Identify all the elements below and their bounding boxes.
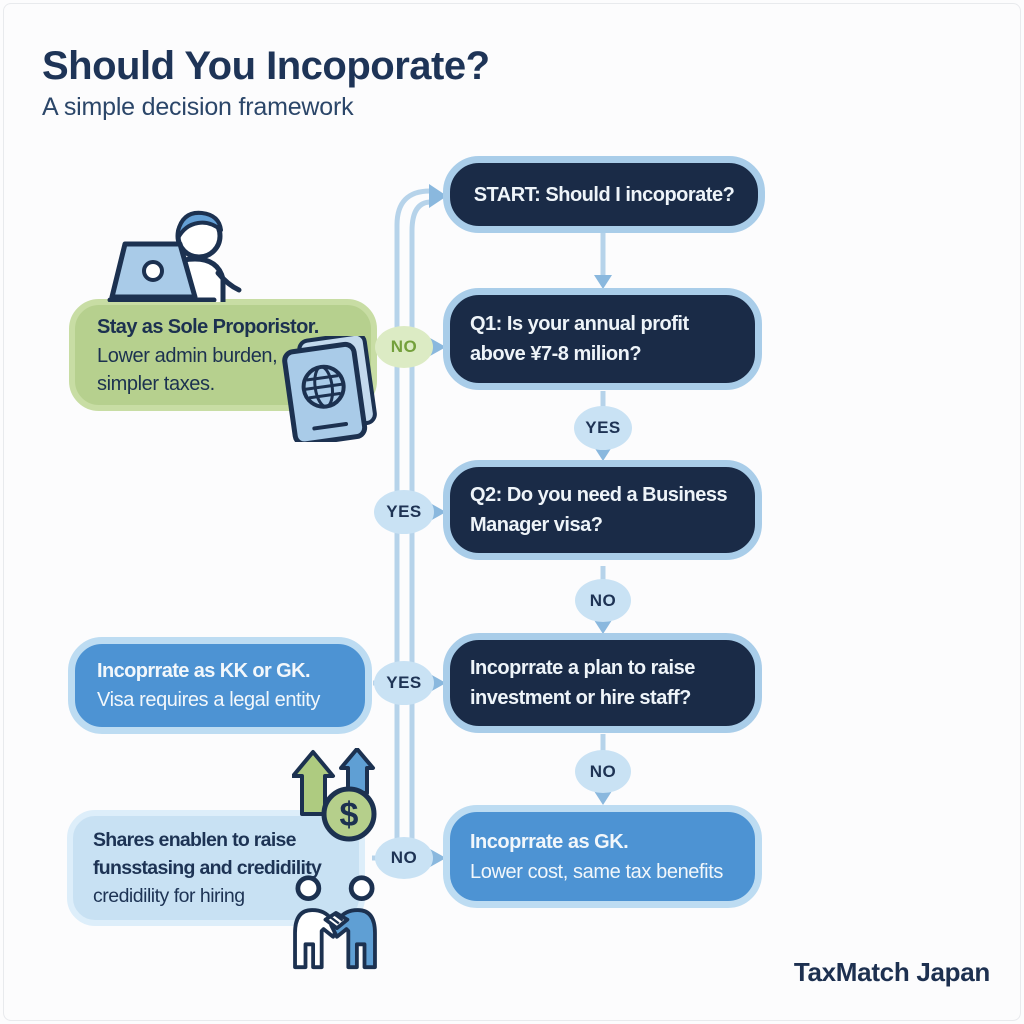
incorporate-kk-node: Incoprrate as KK or GK. Visa requires a … bbox=[68, 637, 372, 734]
badge-no-below-q2: NO bbox=[575, 579, 631, 622]
q1-node: Q1: Is your annual profit above ¥7-8 mil… bbox=[443, 288, 762, 390]
growth-arrows-icon: $ bbox=[292, 748, 377, 842]
q3-line1: Incoprrate a plan to raise bbox=[470, 657, 695, 679]
brand-footer: TaxMatch Japan bbox=[793, 957, 990, 987]
badge-no-to-q1: NO bbox=[375, 326, 433, 368]
kk-subtitle: Visa requires a legal entity bbox=[97, 689, 321, 711]
badge-yes-below-q1: YES bbox=[574, 406, 632, 450]
start-label: START: Should I incoporate? bbox=[473, 183, 735, 206]
dollar-coin-icon: $ bbox=[321, 786, 377, 842]
start-node: START: Should I incoporate? bbox=[443, 156, 765, 233]
shares-line1: Shares enablen to raise bbox=[93, 829, 297, 851]
q3-node: Incoprrate a plan to raise investment or… bbox=[443, 633, 762, 733]
q1-line2: above ¥7-8 milion? bbox=[470, 343, 642, 365]
svg-text:$: $ bbox=[340, 796, 359, 834]
badge-yes-to-q3: YES bbox=[374, 661, 434, 705]
shares-line2: funsstasing and credidility bbox=[93, 857, 322, 879]
q2-node: Q2: Do you need a Business Manager visa? bbox=[443, 460, 762, 560]
badge-no-below-q3: NO bbox=[575, 750, 631, 793]
green-line1: Lower admin burden, bbox=[97, 344, 278, 367]
green-title: Stay as Sole Proporistor. bbox=[97, 315, 319, 338]
gk-title: Incoprrate as GK. bbox=[470, 830, 629, 853]
passport-icon bbox=[282, 336, 377, 442]
shares-benefit-node: Shares enablen to raise funsstasing and … bbox=[67, 810, 365, 926]
shares-line3: credidility for hiring bbox=[93, 885, 245, 907]
q3-line2: investment or hire staff? bbox=[470, 687, 691, 709]
badge-yes-to-q2: YES bbox=[374, 490, 434, 534]
page-title: Should You Incoporate? bbox=[42, 44, 490, 88]
page-subtitle: A simple decision framework bbox=[42, 93, 354, 121]
q2-line1: Q2: Do you need a Business bbox=[470, 484, 728, 506]
kk-title: Incoprrate as KK or GK. bbox=[97, 660, 311, 682]
q2-line2: Manager visa? bbox=[470, 514, 603, 536]
handshake-icon bbox=[293, 875, 377, 970]
badge-no-to-gk: NO bbox=[375, 837, 433, 879]
result-gk-node: Incoprrate as GK. Lower cost, same tax b… bbox=[443, 805, 762, 908]
gk-subtitle: Lower cost, same tax benefits bbox=[470, 860, 723, 883]
q1-line1: Q1: Is your annual profit bbox=[470, 313, 689, 335]
green-line2: simpler taxes. bbox=[97, 372, 215, 395]
person-laptop-icon bbox=[107, 210, 242, 302]
